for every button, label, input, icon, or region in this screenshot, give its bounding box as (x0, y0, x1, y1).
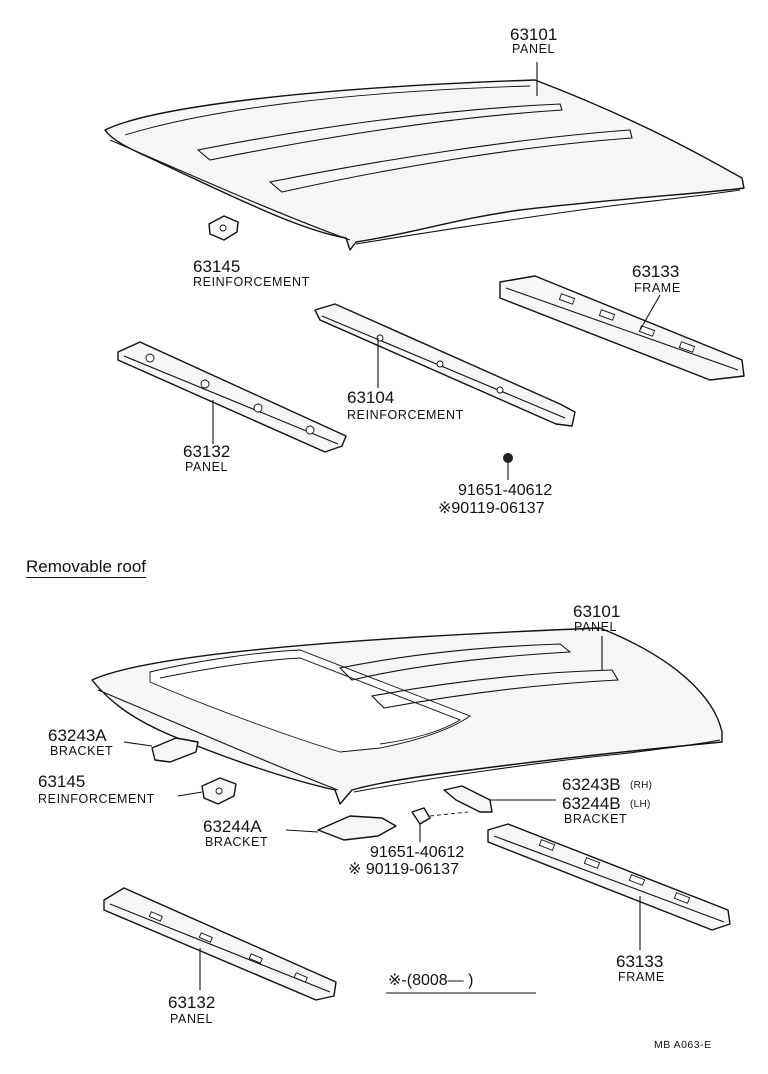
upper-panel-number: 63101 (510, 25, 558, 44)
lower-bracket-b-lh-side: (LH) (630, 799, 651, 810)
footnote: ※-(8008— ) (388, 972, 474, 989)
lower-panel-number: 63101 (573, 602, 621, 621)
lower-frame-name: FRAME (618, 970, 665, 984)
upper-reinforcement-long-name: REINFORCEMENT (347, 408, 464, 422)
screw-upper-drawing (503, 453, 513, 480)
roof-panel-upper-drawing (104, 62, 745, 251)
roof-panel-lower-drawing (91, 627, 723, 805)
upper-panel-front-name: PANEL (185, 460, 229, 474)
panel-front-upper-drawing (117, 341, 347, 453)
reinforcement-small-upper-drawing (208, 215, 239, 241)
lower-bracket-c-number: 63244A (203, 817, 262, 836)
lower-reinforcement-number: 63145 (38, 772, 86, 791)
section-title: Removable roof (26, 557, 147, 578)
upper-panel-name: PANEL (512, 42, 556, 56)
bracket-c-drawing (285, 815, 397, 841)
screw-lower-drawing (411, 807, 469, 842)
lower-screw-number-2: ※ 90119-06137 (348, 861, 459, 878)
frame-lower-drawing (487, 823, 731, 950)
upper-panel-front-number: 63132 (183, 442, 231, 461)
upper-frame-number: 63133 (632, 262, 680, 281)
lower-bracket-b-lh-number: 63244B (562, 794, 621, 813)
upper-screw-number-1: 91651-40612 (458, 482, 553, 499)
reference-code: MB A063-E (654, 1039, 712, 1051)
upper-frame-name: FRAME (634, 281, 681, 295)
reinforcement-long-upper-drawing (314, 303, 576, 427)
bracket-a-drawing (123, 737, 199, 763)
lower-bracket-b-rh-number: 63243B (562, 775, 621, 794)
bracket-b-drawing (443, 785, 556, 813)
lower-bracket-c-name: BRACKET (205, 835, 269, 849)
upper-screw-number-2: ※90119-06137 (438, 500, 545, 517)
lower-panel-front-number: 63132 (168, 993, 216, 1012)
frame-upper-drawing (499, 275, 745, 381)
upper-reinforcement-long-number: 63104 (347, 388, 395, 407)
lower-bracket-a-number: 63243A (48, 726, 107, 745)
upper-reinforcement-small-number: 63145 (193, 257, 241, 276)
lower-bracket-b-rh-side: (RH) (630, 780, 653, 791)
lower-reinforcement-name: REINFORCEMENT (38, 792, 155, 806)
upper-reinforcement-small-name: REINFORCEMENT (193, 275, 310, 289)
lower-frame-number: 63133 (616, 952, 664, 971)
lower-panel-front-name: PANEL (170, 1012, 214, 1026)
lower-bracket-a-name: BRACKET (50, 744, 114, 758)
panel-front-lower-drawing (103, 887, 337, 1001)
lower-bracket-b-name: BRACKET (564, 812, 628, 826)
lower-panel-name: PANEL (574, 620, 618, 634)
lower-screw-number-1: 91651-40612 (370, 844, 465, 861)
reinforcement-lower-drawing (177, 777, 237, 805)
